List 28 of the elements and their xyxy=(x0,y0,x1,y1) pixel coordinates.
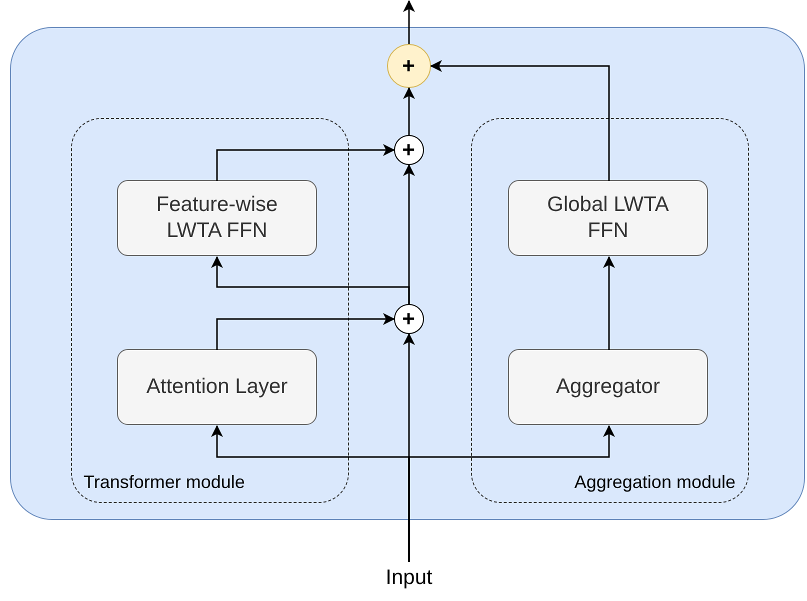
sum-node xyxy=(394,134,424,164)
process-box xyxy=(508,180,708,256)
arrow xyxy=(403,0,415,44)
arrow xyxy=(216,144,395,181)
arrow xyxy=(403,87,415,135)
box-label: Feature-wise LWTA FFN xyxy=(155,192,279,244)
input-text: Input xyxy=(386,566,432,590)
plus-sign: + xyxy=(402,138,415,160)
arrow xyxy=(603,256,615,350)
arrow xyxy=(216,313,395,350)
arrow xyxy=(408,425,615,562)
box-label: Aggregator xyxy=(556,374,660,400)
sum-node xyxy=(386,44,430,88)
process-box xyxy=(117,180,317,256)
process-box xyxy=(508,349,708,425)
arrow xyxy=(403,164,415,304)
module-label: Transformer module xyxy=(84,472,245,492)
process-box xyxy=(117,349,317,425)
box-label: Attention Layer xyxy=(146,374,288,400)
container-panel xyxy=(10,27,805,520)
module-label: Aggregation module xyxy=(574,472,736,492)
plus-sign: + xyxy=(402,308,415,330)
module-group xyxy=(70,118,348,502)
sum-node xyxy=(394,304,424,334)
plus-sign: + xyxy=(402,54,415,76)
box-label: Global LWTA FFN xyxy=(546,192,670,244)
arrow xyxy=(430,60,610,181)
module-group xyxy=(470,118,748,502)
